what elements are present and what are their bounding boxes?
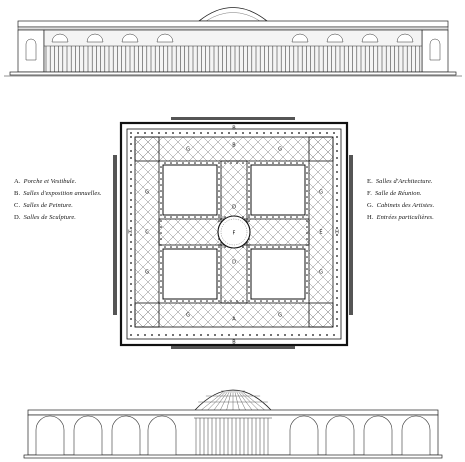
plan-label-G-2: G (278, 147, 282, 153)
plan-label-G-8: G (319, 270, 323, 276)
plan-label-D-upper: D (232, 205, 236, 211)
plan-label-G-5: G (145, 190, 149, 196)
plan-label-G-1: G (186, 147, 190, 153)
plan-label-H-left: H (128, 230, 132, 236)
plan-label-G-4: G (278, 313, 282, 319)
legend-left: A.Porche et Vestibule. B.Salles d'exposi… (14, 176, 126, 224)
plan-label-G-6: G (319, 190, 323, 196)
legend-item-A: A.Porche et Vestibule. (14, 178, 77, 185)
plan-label-G-3: G (186, 313, 190, 319)
plan-label-G-7: G (145, 270, 149, 276)
plan-label-D-lower: D (232, 260, 236, 266)
plan-label-A-bottom: A (232, 317, 236, 323)
legend-item-F: F.Salle de Réunion. (367, 190, 422, 197)
plan-label-C: C (145, 230, 149, 236)
plan-label-B-top: B (232, 126, 236, 132)
section-elevation (23, 389, 443, 459)
plan-label-F: F (233, 231, 236, 237)
legend-item-C: C.Salles de Peinture. (14, 202, 74, 209)
legend-item-B: B.Salles d'exposition annuelles. (14, 190, 102, 197)
floor-plan: B B A B F H H C E D D G G G G G G G G (113, 117, 353, 349)
plan-label-B-bottom: B (232, 340, 236, 346)
front-elevation (4, 7, 462, 77)
legend-item-H: H.Entrées particulières. (367, 214, 434, 221)
legend-item-G: G.Cabinets des Artistes. (367, 202, 435, 209)
legend-right: E.Salles d'Architecture. F.Salle de Réun… (367, 176, 463, 224)
plan-label-H-right: H (335, 230, 339, 236)
plan-label-E: E (319, 230, 322, 236)
legend-item-E: E.Salles d'Architecture. (367, 178, 433, 185)
plan-label-B-top2: B (232, 143, 236, 149)
legend-item-D: D.Salles de Sculpture. (14, 214, 76, 221)
